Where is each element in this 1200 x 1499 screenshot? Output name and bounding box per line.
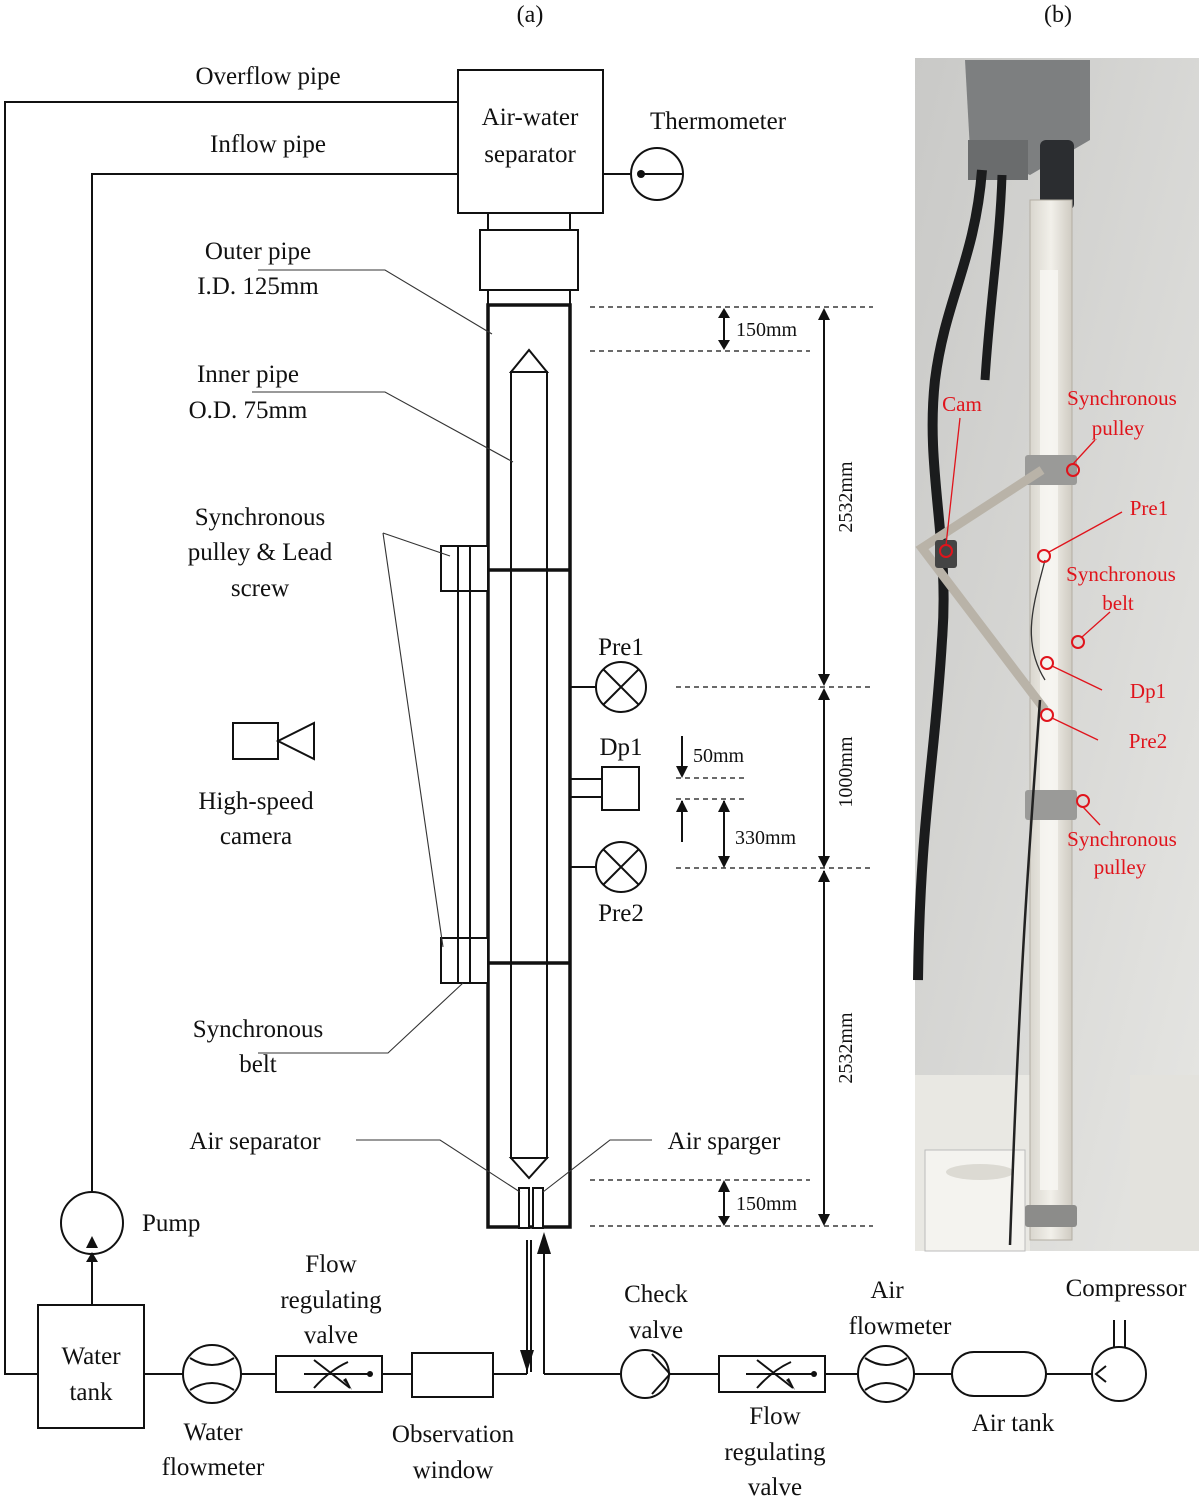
air-water-separator-label-2: separator [484,141,576,168]
pre1-label: Pre1 [598,634,644,661]
synchronous-belt-label-1: Synchronous [193,1016,324,1043]
air-tank-label: Air tank [972,1410,1055,1437]
photo-label-pulley-bottom-1: Synchronous [1067,827,1177,851]
pulley-lead-screw-label-3: screw [231,575,289,602]
air-separator-label: Air separator [189,1128,321,1155]
synchronous-pulley-lead-screw [440,545,489,984]
water-valve-label-2: regulating [280,1287,382,1314]
water-tank-label-2: tank [69,1379,113,1406]
thermometer-icon [630,147,684,201]
inner-pipe-label-1: Inner pipe [197,361,299,388]
dim-top-gap: 150mm [736,319,798,341]
high-speed-camera-icon [232,721,315,761]
air-water-separator-label-1: Air-water [482,104,579,131]
inner-pipe [508,348,550,1180]
water-tank-box [37,1304,145,1429]
inflow-pipe [91,173,458,1200]
panel-a-schematic: (a) Overflow pipe Inflow pipe Air-water … [4,2,1188,1499]
air-flowmeter-label-2: flowmeter [849,1313,952,1340]
photo-label-pulley-top-1: Synchronous [1067,386,1177,410]
dimension-lines [590,306,873,1227]
photo-label-pre1: Pre1 [1130,496,1169,520]
observation-window-label-2: window [413,1457,494,1484]
air-tank-icon [951,1351,1047,1397]
air-flowmeter-label-1: Air [870,1277,904,1304]
photo-label-dp1: Dp1 [1130,679,1166,703]
water-valve-label-1: Flow [305,1251,356,1278]
panel-b-caption: (b) [1044,2,1072,28]
overflow-pipe-label: Overflow pipe [195,63,340,90]
pulley-lead-screw-label-2: pulley & Lead [188,539,333,566]
dp1-label: Dp1 [599,734,642,761]
outer-pipe-label-2: I.D. 125mm [197,273,319,300]
water-flowmeter-label-1: Water [183,1419,243,1446]
inner-pipe-label-2: O.D. 75mm [189,397,308,424]
dim-test-section: 1000mm [835,736,857,808]
overflow-pipe [4,101,458,1375]
photo-label-pulley-bottom-2: pulley [1094,855,1147,879]
check-valve-label-2: valve [629,1317,683,1344]
air-sparger [532,1187,544,1229]
dim-lower-section: 2532mm [835,1012,857,1084]
panel-a-caption: (a) [517,2,544,28]
pump-label: Pump [142,1210,200,1237]
pre2-pressure-sensor-icon [595,841,647,893]
pulley-lead-screw-label-1: Synchronous [195,504,326,531]
air-sparger-label: Air sparger [668,1128,781,1155]
air-valve-label-2: regulating [724,1439,826,1466]
dim-dp-offset: 50mm [693,745,745,767]
air-separator [518,1187,530,1229]
dim-bottom-gap: 150mm [736,1193,798,1215]
pre1-pressure-sensor-icon [595,661,647,713]
dp1-sensor-icon [601,766,640,811]
water-flow-regulating-valve-icon [275,1355,383,1393]
photo-label-belt-2: belt [1102,591,1134,615]
water-flowmeter-icon [182,1344,242,1404]
pump-icon [60,1191,124,1305]
compressor-label: Compressor [1066,1275,1188,1302]
pre2-label: Pre2 [598,900,644,927]
camera-label-1: High-speed [198,788,314,815]
camera-label-2: camera [220,823,292,850]
pipe-connector [479,229,579,291]
photo-label-cam: Cam [942,392,982,416]
air-valve-label-3: valve [748,1474,802,1499]
photo-annotations: Cam Synchronous pulley Pre1 Synchronous … [939,386,1177,879]
air-water-separator-box [457,69,604,214]
air-valve-label-1: Flow [749,1403,800,1430]
water-valve-label-3: valve [304,1322,358,1349]
outer-pipe-label-1: Outer pipe [205,238,311,265]
check-valve-icon [620,1349,672,1399]
observation-window-box [411,1352,494,1398]
panel-b-photo: (b) Cam Synch [913,2,1199,1252]
synchronous-belt-label-2: belt [239,1051,277,1078]
check-valve-label-1: Check [624,1281,688,1308]
thermometer-label: Thermometer [650,108,787,135]
air-flowmeter-icon [857,1345,915,1403]
dim-upper-section: 2532mm [835,461,857,533]
dim-pressure-offset: 330mm [735,827,797,849]
compressor-icon [1091,1320,1147,1402]
water-flowmeter-label-2: flowmeter [162,1454,265,1481]
photo-label-belt-1: Synchronous [1066,562,1176,586]
air-flow-regulating-valve-icon [718,1355,826,1393]
photo-label-pulley-top-2: pulley [1092,416,1145,440]
inflow-pipe-label: Inflow pipe [210,131,326,158]
photo-label-pre2: Pre2 [1129,729,1168,753]
observation-window-label-1: Observation [392,1421,515,1448]
water-tank-label-1: Water [61,1343,121,1370]
outer-pipe [486,303,572,1229]
